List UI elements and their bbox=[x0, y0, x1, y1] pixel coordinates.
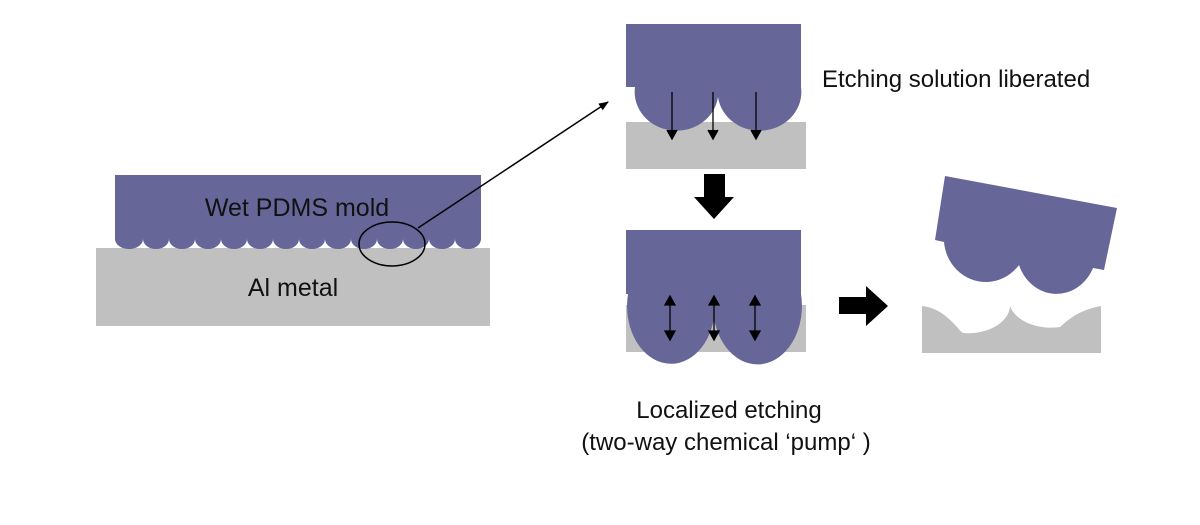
result-state-group bbox=[922, 176, 1117, 353]
al-metal-substrate bbox=[96, 248, 490, 326]
localized-label-line2: (two-way chemical ‘pump‘ ) bbox=[581, 429, 870, 456]
mold-label: Wet PDMS mold bbox=[205, 194, 389, 222]
pump-arrows bbox=[663, 294, 762, 342]
etched-metal bbox=[922, 306, 1101, 353]
liberated-flow-arrows bbox=[666, 92, 762, 141]
initial-state-group: Wet PDMS mold Al metal bbox=[96, 101, 609, 326]
zoom-circle bbox=[358, 221, 426, 267]
liberated-label: Etching solution liberated bbox=[822, 66, 1090, 93]
down-block-arrow bbox=[694, 174, 734, 219]
metal-label: Al metal bbox=[248, 274, 338, 302]
liberated-mold bbox=[626, 24, 802, 131]
localized-label-line1: Localized etching bbox=[636, 397, 821, 424]
liberated-metal bbox=[626, 122, 806, 169]
wet-pdms-mold bbox=[115, 175, 481, 249]
right-block-arrow bbox=[839, 286, 888, 326]
liberated-state-group: Etching solution liberated bbox=[626, 24, 1090, 169]
lifted-mold bbox=[935, 176, 1117, 294]
zoom-arrow bbox=[417, 101, 609, 229]
localized-state-group: Localized etching (two-way chemical ‘pum… bbox=[581, 230, 871, 456]
